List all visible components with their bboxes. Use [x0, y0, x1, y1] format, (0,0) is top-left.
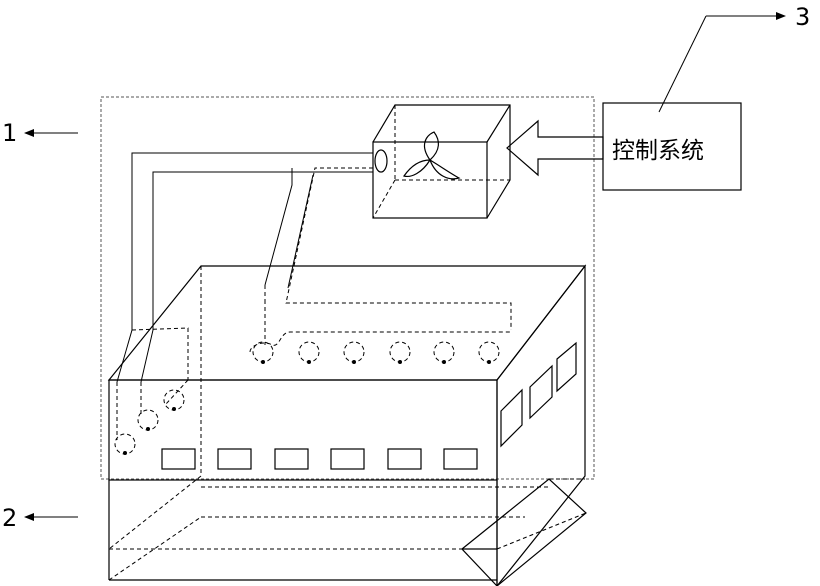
assembly-1-boundary	[101, 97, 594, 479]
label-3: 3	[795, 3, 810, 31]
callout-3: 3	[659, 3, 810, 112]
base-tray	[109, 476, 586, 586]
fan-box-outlet	[375, 150, 387, 172]
control-system-label: 控制系统	[612, 138, 704, 164]
side-windows	[501, 343, 576, 446]
label-1: 1	[2, 119, 17, 147]
callout-2: 2	[2, 504, 78, 532]
main-box	[109, 266, 585, 586]
front-windows	[162, 449, 477, 469]
label-2: 2	[2, 504, 17, 532]
fan-icon	[404, 132, 459, 179]
fan-box	[373, 105, 510, 218]
top-tube-loops	[250, 332, 511, 364]
signal-arrow	[507, 121, 603, 175]
callout-1: 1	[2, 119, 78, 147]
air-ducts	[117, 153, 511, 382]
control-system-box: 控制系统	[603, 103, 741, 190]
side-tube-loops	[115, 328, 188, 455]
